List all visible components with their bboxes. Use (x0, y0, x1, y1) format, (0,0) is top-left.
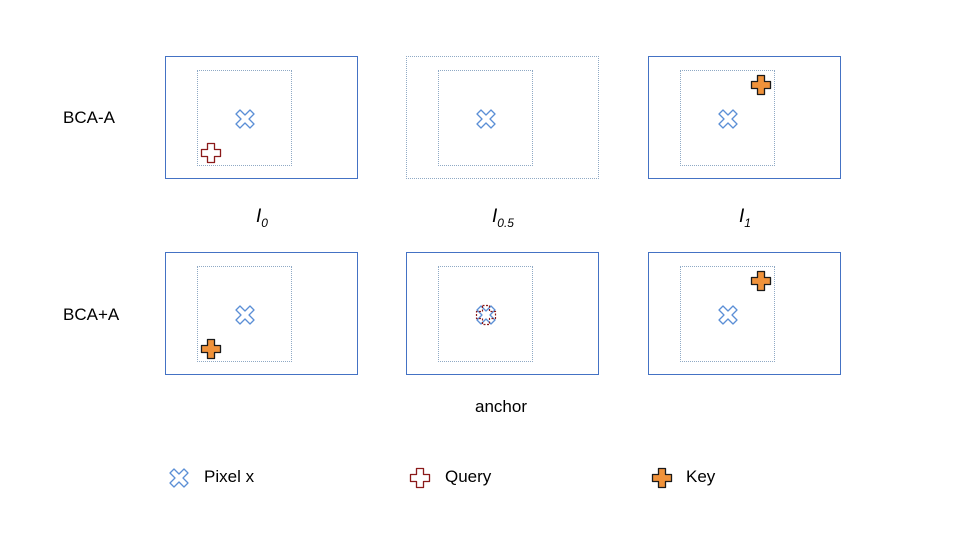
legend-pixel-label: Pixel x (204, 467, 255, 486)
anchor-label: anchor (475, 397, 527, 416)
search-window (197, 70, 292, 166)
anchor-combined-icon (474, 303, 498, 327)
pixel-x-icon (474, 107, 498, 131)
search-window (680, 266, 775, 362)
column-label-i05: I0.5 (492, 206, 514, 230)
pixel-x-icon (716, 303, 740, 327)
legend-query-label: Query (445, 467, 492, 486)
frame-top-i05 (406, 56, 599, 179)
search-window (438, 70, 533, 166)
frame-top-i0 (165, 56, 358, 179)
frame-bottom-i1 (648, 252, 841, 375)
query-plus-icon (199, 141, 223, 165)
row-label-bca-minus-a: BCA-A (63, 108, 115, 127)
pixel-x-icon (716, 107, 740, 131)
key-plus-icon (199, 337, 223, 361)
frame-bottom-i0 (165, 252, 358, 375)
search-window (197, 266, 292, 362)
pixel-x-icon (233, 107, 257, 131)
key-plus-icon (749, 269, 773, 293)
column-label-i1: I1 (739, 206, 751, 230)
column-label-i0: I0 (256, 206, 268, 230)
frame-bottom-anchor (406, 252, 599, 375)
frame-top-i1 (648, 56, 841, 179)
search-window (680, 70, 775, 166)
legend-key-label: Key (686, 467, 716, 486)
legend-key-icon (650, 466, 674, 490)
row-label-bca-plus-a: BCA+A (63, 305, 120, 324)
legend-pixel-x-icon (167, 466, 191, 490)
key-plus-icon (749, 73, 773, 97)
pixel-x-icon (233, 303, 257, 327)
legend-query-icon (408, 466, 432, 490)
search-window (438, 266, 533, 362)
